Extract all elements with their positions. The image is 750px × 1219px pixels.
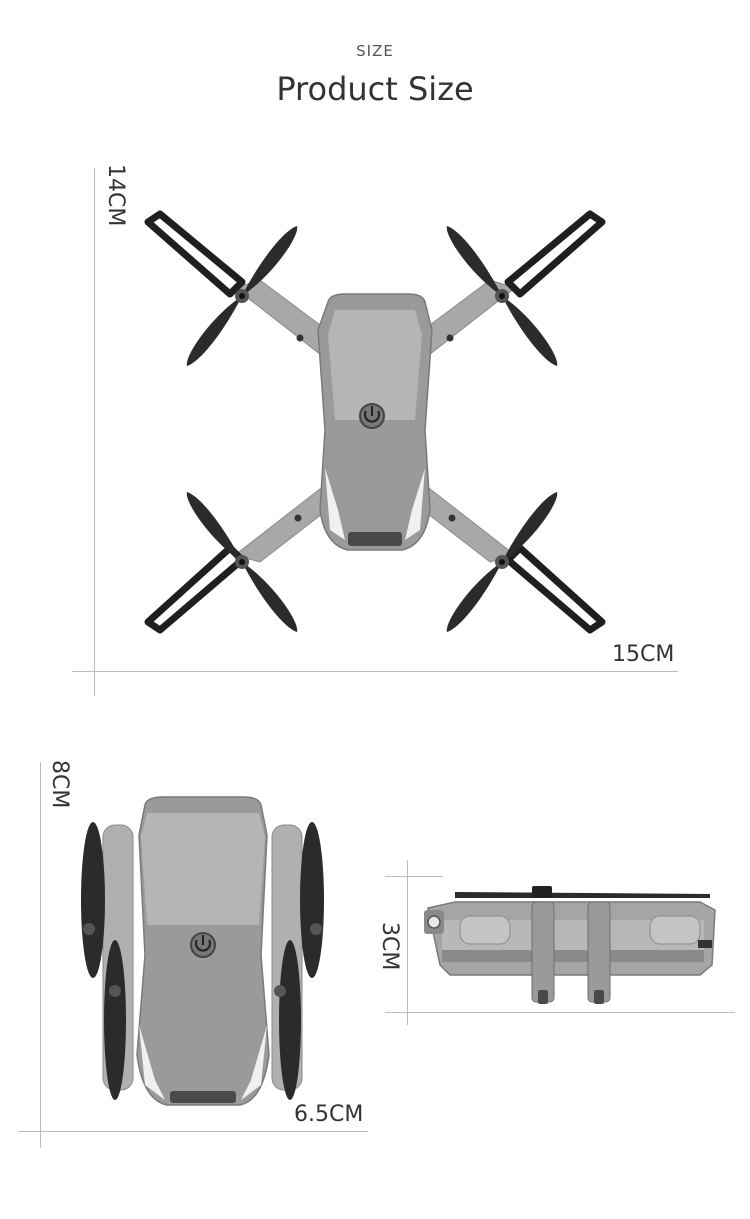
power-icon <box>359 403 385 429</box>
section-kicker: SIZE <box>356 42 394 60</box>
folded-length-dimension-line <box>40 762 41 1148</box>
propellers <box>186 226 558 632</box>
unfolded-height-label: 14CM <box>103 164 128 227</box>
unfolded-width-label: 15CM <box>612 642 675 667</box>
height-dimension-line <box>94 168 95 696</box>
folded-length-label: 8CM <box>47 760 72 809</box>
folded-propellers <box>81 822 324 1100</box>
folded-width-dimension-line <box>18 1131 368 1132</box>
width-dimension-line <box>72 671 678 672</box>
page-title: Product Size <box>276 70 474 108</box>
folded-height-label: 3CM <box>377 922 402 971</box>
folded-drone-top-illustration <box>81 796 324 1106</box>
power-icon <box>190 932 216 958</box>
drone-arms <box>233 279 517 563</box>
folded-drone-side-illustration <box>424 886 716 1004</box>
folded-width-label: 6.5CM <box>294 1102 364 1127</box>
folded-height-dimension-line-bottom <box>385 1012 735 1013</box>
folded-height-dimension-line-vertical <box>407 860 408 1025</box>
folded-height-dimension-line-top <box>385 876 443 877</box>
unfolded-drone-illustration <box>144 210 606 634</box>
drone-body <box>317 293 433 551</box>
